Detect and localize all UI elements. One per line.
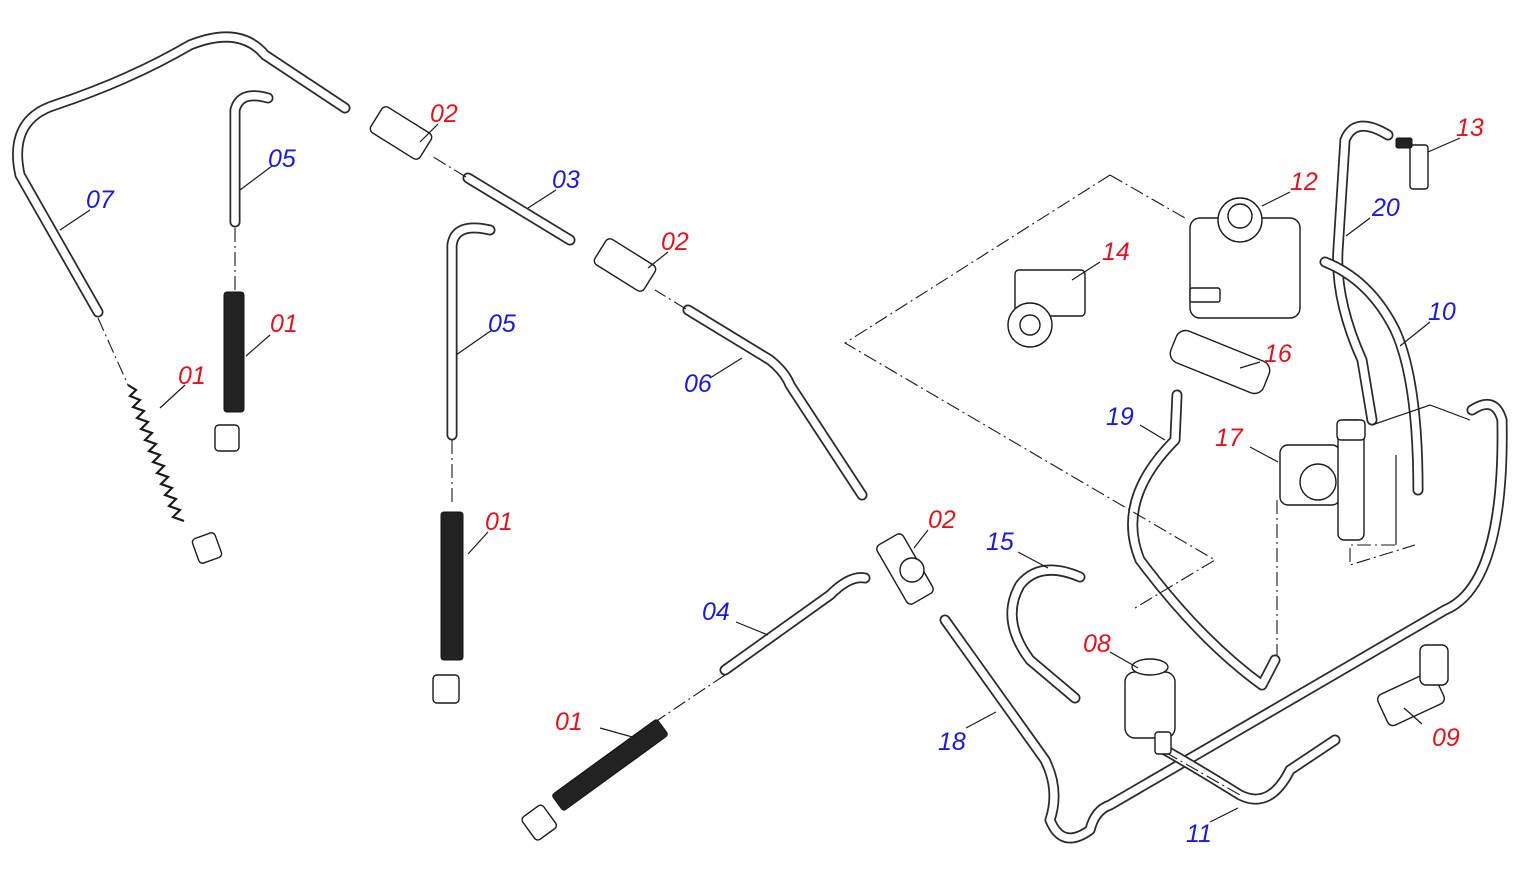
coupling-02-b: [593, 238, 657, 292]
callout-13: 13: [1456, 114, 1484, 142]
hose-06: [682, 304, 868, 501]
leader-lines: [59, 123, 1461, 823]
fitting-13: [1395, 137, 1429, 190]
callout-12: 12: [1290, 168, 1318, 196]
spring-hose-01-c: [432, 511, 464, 704]
spring-hose-01-a: [127, 384, 223, 564]
pump-12: [1189, 197, 1301, 319]
callout-20: 20: [1371, 194, 1400, 222]
hose-05-lower: [446, 222, 496, 441]
callout-14: 14: [1102, 238, 1130, 266]
ball-valve-09: [1376, 644, 1449, 727]
callout-11: 11: [1186, 820, 1212, 848]
valve-block-14: [1007, 269, 1086, 348]
hose-19: [1127, 389, 1281, 691]
spring-hose-01-b: [214, 291, 245, 452]
callouts: 02 02 02 01 01 01 01 05 05 07 03 06 04 1…: [86, 100, 1484, 848]
regulator-17: [1279, 419, 1366, 541]
callout-05-a: 05: [268, 145, 296, 173]
spring-hose-01-d: [521, 719, 668, 841]
filter-16: [1169, 329, 1271, 395]
callout-06: 06: [684, 370, 712, 398]
hose-18: [939, 398, 1508, 844]
assembly-lines: [97, 154, 1471, 796]
callout-18: 18: [938, 728, 966, 756]
callout-01-b: 01: [270, 310, 298, 338]
hose-20: [1332, 120, 1394, 426]
callout-10: 10: [1428, 298, 1456, 326]
hose-05-upper: [229, 90, 274, 228]
callout-09: 09: [1432, 724, 1460, 752]
hose-04: [719, 572, 871, 676]
hose-03: [462, 172, 576, 246]
callout-03: 03: [552, 166, 580, 194]
hoses: [12, 31, 1508, 844]
callout-01-a: 01: [178, 362, 206, 390]
callout-02-b: 02: [661, 228, 689, 256]
callout-08: 08: [1083, 630, 1111, 658]
callout-01-d: 01: [555, 708, 583, 736]
coupling-02-a: [369, 106, 433, 160]
callout-17: 17: [1215, 424, 1244, 452]
callout-04: 04: [702, 598, 730, 626]
callout-07: 07: [86, 186, 115, 214]
hose-11: [1159, 734, 1341, 805]
suction-filter-08: [1124, 658, 1176, 755]
callout-02-c: 02: [928, 506, 956, 534]
callout-16: 16: [1264, 340, 1292, 368]
hose-10: [1319, 256, 1424, 496]
hose-15: [1006, 564, 1086, 704]
coupling-02-c: [876, 533, 934, 605]
callout-15: 15: [986, 528, 1014, 556]
callout-19: 19: [1106, 403, 1134, 431]
hose-07: [12, 31, 351, 318]
callout-05-b: 05: [488, 310, 516, 338]
callout-01-c: 01: [485, 508, 513, 536]
callout-02-a: 02: [430, 100, 458, 128]
